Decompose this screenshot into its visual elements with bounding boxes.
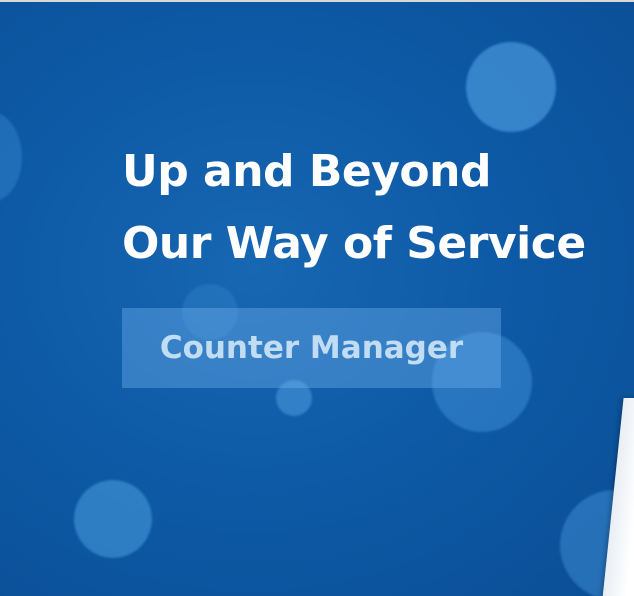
- bokeh-circle: [74, 480, 152, 558]
- bokeh-circle: [432, 332, 532, 432]
- headline-line-2: Our Way of Service: [122, 218, 586, 269]
- bokeh-circle: [0, 112, 22, 202]
- bokeh-circle: [466, 42, 556, 132]
- headline-line-1: Up and Beyond: [122, 146, 491, 197]
- bokeh-circle: [276, 380, 312, 416]
- bokeh-circle: [182, 284, 238, 340]
- counter-manager-button[interactable]: Counter Manager: [122, 308, 501, 388]
- hero-headline: Up and Beyond Our Way of Service: [122, 136, 586, 280]
